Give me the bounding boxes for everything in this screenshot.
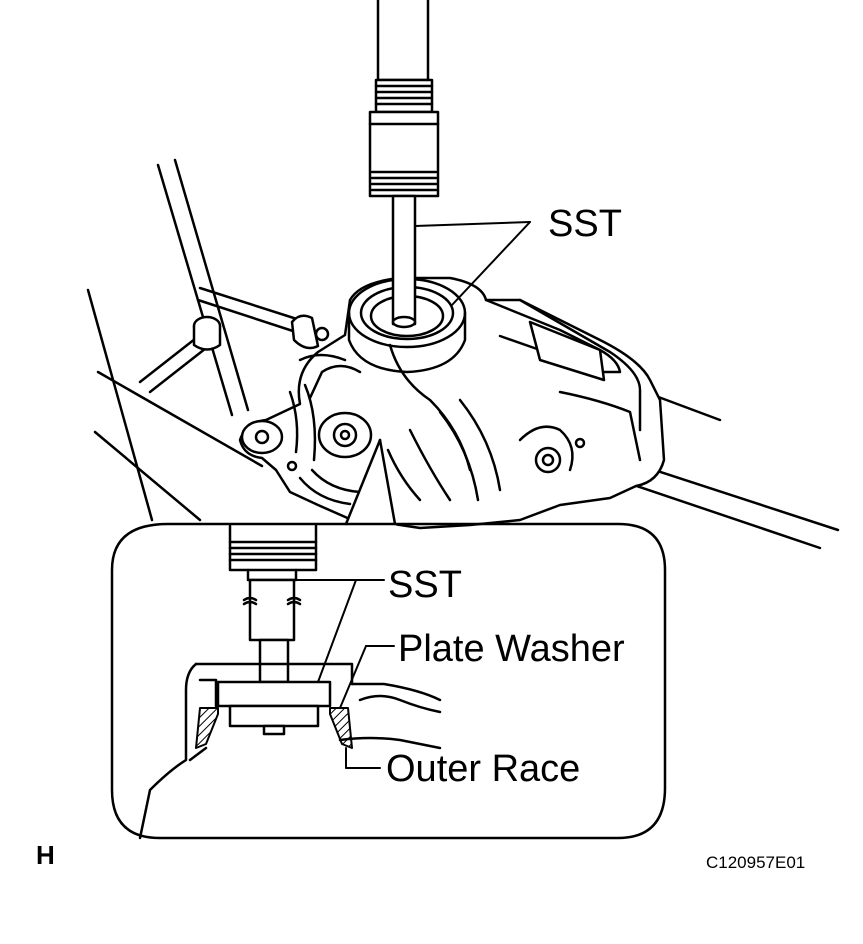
callout-pointer (344, 438, 397, 528)
sst-detail-label: SST (388, 564, 462, 606)
region-marker-label: H (36, 840, 55, 870)
outer-race-section (195, 707, 353, 749)
plate-washer-label: Plate Washer (398, 628, 625, 670)
sst-top-label: SST (548, 203, 622, 245)
sst-tool-top (368, 0, 440, 329)
sst-top-leaders (414, 221, 531, 306)
rail-bracket (192, 315, 222, 351)
detail-frame (110, 522, 667, 840)
detail-leaders (293, 579, 395, 769)
sst-tool-detail (216, 524, 332, 736)
outer-race-label: Outer Race (386, 748, 581, 790)
figure-code-label: C120957E01 (706, 853, 806, 872)
